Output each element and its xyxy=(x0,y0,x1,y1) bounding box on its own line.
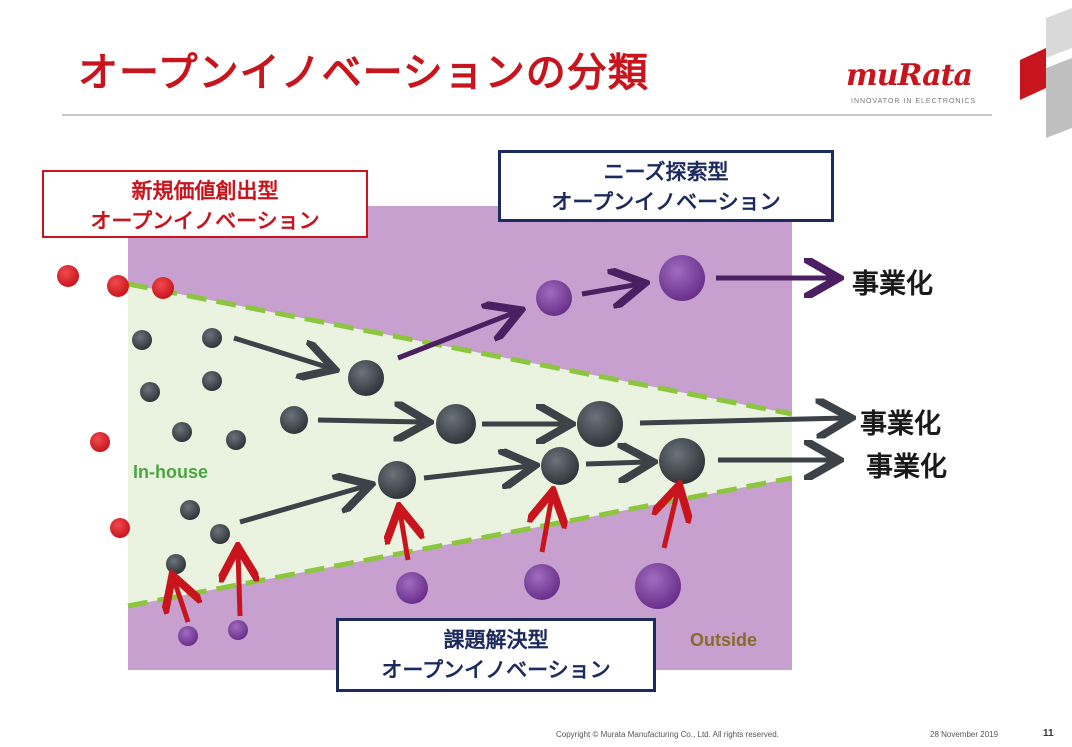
inhouse-dot xyxy=(348,360,384,396)
inhouse-dot xyxy=(180,500,200,520)
logo-tagline: INNOVATOR IN ELECTRONICS xyxy=(851,98,977,105)
red-dot xyxy=(110,518,130,538)
inhouse-dot xyxy=(577,401,623,447)
inflow-arrow xyxy=(542,496,552,553)
needs-arrow xyxy=(397,312,516,361)
inhouse-dot xyxy=(140,382,160,402)
needs-search-line2: オープンイノベーション xyxy=(551,190,781,214)
funnel-lower-edge xyxy=(127,475,793,609)
inhouse-dot xyxy=(280,406,308,434)
funnel-upper-edge xyxy=(127,281,793,417)
flow-arrow xyxy=(233,335,330,368)
footer-copyright: Copyright © Murata Manufacturing Co., Lt… xyxy=(556,730,779,739)
value-creation-line1: 新規価値創出型 xyxy=(131,179,279,203)
problem-solving-line1: 課題解決型 xyxy=(443,628,549,652)
inhouse-label: In-house xyxy=(133,462,208,482)
flow-arrow xyxy=(585,462,648,464)
result-commercialization-bottom: 事業化 xyxy=(866,452,947,483)
outside-dot xyxy=(524,564,560,600)
outside-dot xyxy=(659,255,705,301)
inhouse-dot xyxy=(226,430,246,450)
problem-solving-label: 課題解決型 オープンイノベーション xyxy=(336,618,656,692)
inflow-arrow xyxy=(400,512,408,561)
inhouse-dot xyxy=(659,438,705,484)
value-creation-label: 新規価値創出型 オープンイノベーション xyxy=(42,170,368,238)
red-dot xyxy=(152,277,174,299)
inhouse-dot xyxy=(378,461,416,499)
problem-solving-line2: オープンイノベーション xyxy=(381,658,611,682)
red-dot xyxy=(90,432,110,452)
result-commercialization-top: 事業化 xyxy=(852,269,933,300)
red-dot xyxy=(57,265,79,287)
outside-dot xyxy=(178,626,198,646)
murata-logo: muRata xyxy=(846,58,973,93)
page-number: 11 xyxy=(1043,728,1054,739)
inhouse-funnel xyxy=(128,284,792,606)
needs-search-line1: ニーズ探索型 xyxy=(603,160,729,184)
inhouse-dot xyxy=(541,447,579,485)
flow-arrow xyxy=(423,466,530,478)
inhouse-dot xyxy=(210,524,230,544)
needs-arrow xyxy=(581,284,640,294)
inhouse-dot xyxy=(172,422,192,442)
needs-search-label: ニーズ探索型 オープンイノベーション xyxy=(498,150,834,222)
inhouse-dot xyxy=(132,330,152,350)
title-divider xyxy=(62,114,992,116)
flow-arrow xyxy=(239,486,366,525)
outside-label: Outside xyxy=(690,630,758,650)
value-creation-line2: オープンイノベーション xyxy=(90,209,320,233)
inhouse-dot xyxy=(202,328,222,348)
outside-dot xyxy=(396,572,428,604)
flow-arrow xyxy=(317,420,424,422)
red-dot xyxy=(107,275,129,297)
flow-arrow xyxy=(639,418,846,423)
outside-dot xyxy=(635,563,681,609)
inflow-arrow xyxy=(664,490,678,549)
outside-dot xyxy=(228,620,248,640)
inhouse-dot xyxy=(202,371,222,391)
inflow-arrow xyxy=(174,580,188,623)
footer-date: 28 November 2019 xyxy=(930,730,999,739)
corner-logo-mark xyxy=(1020,8,1072,138)
page-title: オープンイノベーションの分類 xyxy=(78,50,649,96)
inhouse-dot xyxy=(436,404,476,444)
outside-dot xyxy=(536,280,572,316)
inhouse-dot xyxy=(166,554,186,574)
result-commercialization-middle: 事業化 xyxy=(860,409,941,440)
inflow-arrow xyxy=(238,552,240,617)
